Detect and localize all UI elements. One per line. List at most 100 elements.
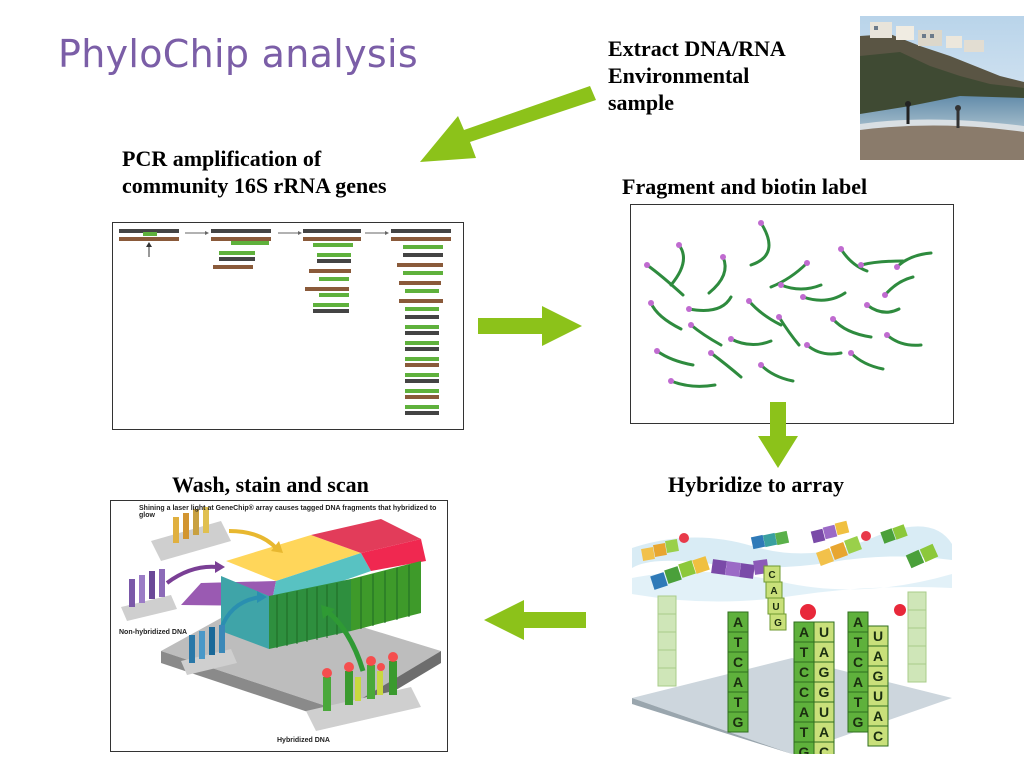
target-column-2-base-letter: U xyxy=(819,624,829,640)
biotin-label xyxy=(882,292,888,298)
probe-column-1-cell xyxy=(727,711,749,733)
pcr-amplification-diagram xyxy=(119,229,451,415)
probe-column-3-base-letter: C xyxy=(853,654,863,670)
arrow-pcr-to-fragment xyxy=(478,306,582,346)
target-column-3-cell xyxy=(867,725,889,747)
arrow-hybridize-to-wash xyxy=(484,600,586,640)
biotin-label xyxy=(864,302,870,308)
dna-fragment xyxy=(831,317,873,339)
probe-column-2-base-letter: T xyxy=(800,644,809,660)
target-column-3-base-letter: U xyxy=(873,628,883,644)
biotin-label xyxy=(758,220,764,226)
extract-label: Extract DNA/RNA Environmental sample xyxy=(608,36,786,116)
dna-fragment xyxy=(649,301,683,331)
biotin-label xyxy=(800,294,806,300)
floating-strand-cell xyxy=(769,613,787,631)
pcr-panel xyxy=(112,222,464,430)
dna-fragment xyxy=(645,263,685,297)
dna-fragment xyxy=(759,363,795,383)
biotin-label xyxy=(676,242,682,248)
slide-title: PhyloChip analysis xyxy=(58,32,418,76)
biotin-label xyxy=(654,348,660,354)
hybridized-label: Hybridized DNA xyxy=(277,737,330,744)
probe-column-1-base-letter: G xyxy=(733,714,744,730)
extract-line-2: Environmental xyxy=(608,62,750,88)
probe-column-3-base-letter: G xyxy=(853,714,864,730)
biotin-labeled-fragments xyxy=(644,220,933,388)
pcr-line-1: PCR amplification of xyxy=(122,146,322,171)
probe-column-3-base-letter: A xyxy=(853,674,863,690)
biotin-label xyxy=(884,332,890,338)
biotin-label xyxy=(644,262,650,268)
fragment-panel xyxy=(630,204,954,424)
dna-fragment xyxy=(669,243,685,287)
biotin-label xyxy=(758,362,764,368)
target-column-2-cell xyxy=(813,741,835,754)
hybridize-label: Hybridize to array xyxy=(668,472,844,497)
floating-strand-letter: A xyxy=(770,586,777,597)
probe-column-2-base-letter: C xyxy=(799,664,809,680)
biotin-label xyxy=(746,298,752,304)
probe-column-1-base-letter: C xyxy=(733,654,743,670)
biotin-label xyxy=(728,336,734,342)
probe-column-2-base-letter: T xyxy=(800,724,809,740)
dna-fragment xyxy=(747,299,783,327)
target-column-2-base-letter: G xyxy=(819,664,830,680)
floating-strand-letter: C xyxy=(768,570,775,581)
dna-fragment xyxy=(655,349,695,367)
target-column-2-base-letter: U xyxy=(819,704,829,720)
dna-fragment xyxy=(865,303,901,314)
target-column-3-base-letter: U xyxy=(873,688,883,704)
biotin-label xyxy=(778,282,784,288)
floating-strand-letter: U xyxy=(772,602,779,613)
biotin-label xyxy=(648,300,654,306)
target-column-3-base-letter: G xyxy=(873,668,884,684)
dna-fragment xyxy=(805,343,843,356)
dna-fragment xyxy=(777,315,801,347)
biotin-label xyxy=(804,342,810,348)
pcr-label: PCR amplification of community 16S rRNA … xyxy=(122,146,387,200)
target-column-3-base-letter: A xyxy=(873,708,883,724)
dna-fragment xyxy=(669,379,717,388)
dna-fragment xyxy=(769,261,809,289)
scan-array-illustration xyxy=(121,507,441,731)
probe-column-1-base-letter: A xyxy=(733,614,743,630)
dna-fragment xyxy=(749,221,771,267)
probe-column-2-base-letter: A xyxy=(799,624,809,640)
dna-fragment xyxy=(729,337,773,346)
probe-column-1-base-letter: A xyxy=(733,674,743,690)
floating-strand-letter: G xyxy=(774,618,782,629)
biotin-label xyxy=(858,262,864,268)
biotin-label xyxy=(838,246,844,252)
biotin-label xyxy=(894,264,900,270)
wash-label: Wash, stain and scan xyxy=(172,472,369,497)
wash-panel: Shining a laser light at GeneChip® array… xyxy=(110,500,448,752)
dna-fragment xyxy=(689,323,723,347)
pcr-line-2: community 16S rRNA genes xyxy=(122,172,387,198)
fragment-label: Fragment and biotin label xyxy=(622,174,868,199)
dna-fragment xyxy=(687,295,733,312)
biotin-label xyxy=(848,350,854,356)
biotin-label xyxy=(668,378,674,384)
target-column-2-base-letter: A xyxy=(819,724,829,740)
target-column-2-base-letter: G xyxy=(819,684,830,700)
wash-caption: Shining a laser light at GeneChip® array… xyxy=(139,505,437,519)
biotin-label xyxy=(804,260,810,266)
extract-line-1: Extract DNA/RNA xyxy=(608,36,786,61)
target-column-2-base-letter: C xyxy=(819,744,829,754)
probe-column-2-base-letter: C xyxy=(799,684,809,700)
biotin-label xyxy=(720,254,726,260)
non-hybridized-label: Non-hybridized DNA xyxy=(119,629,188,636)
probe-column-3-base-letter: T xyxy=(854,634,863,650)
probe-column-1-base-letter: T xyxy=(734,694,743,710)
arrow-extract-to-pcr xyxy=(420,86,596,162)
biotin-label xyxy=(776,314,782,320)
dna-fragment xyxy=(849,351,885,371)
probe-column-2-base-letter: G xyxy=(799,744,810,754)
biotin-label xyxy=(830,316,836,322)
target-column-2-base-letter: A xyxy=(819,644,829,660)
dna-fragment xyxy=(707,255,727,295)
extract-line-3: sample xyxy=(608,89,674,115)
